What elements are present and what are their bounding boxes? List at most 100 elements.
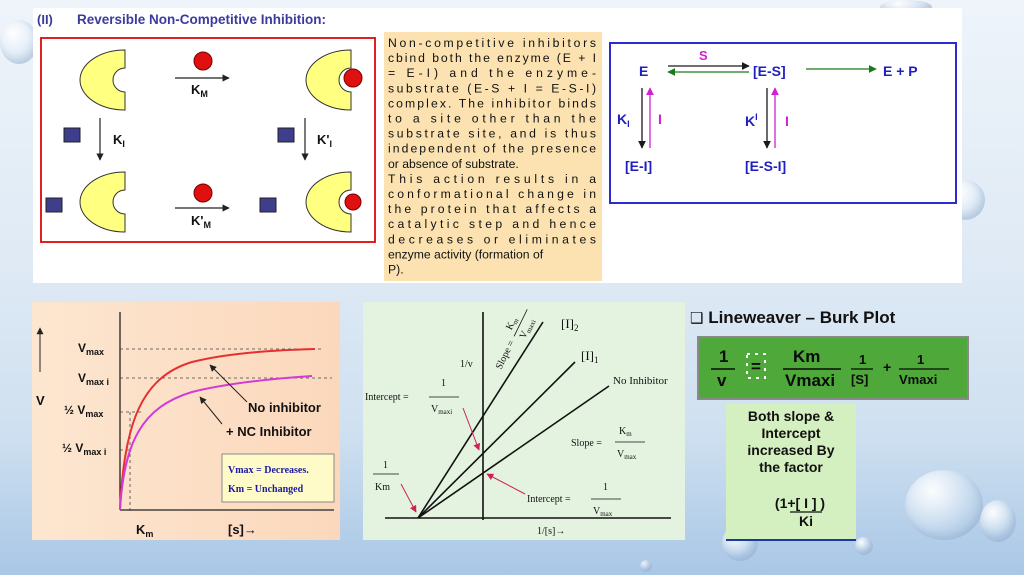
substrate-bound xyxy=(343,68,363,88)
eq-vmaxi: Vmaxi xyxy=(785,371,835,390)
scheme-i2: I xyxy=(785,113,789,129)
eq-vmaxi2: Vmaxi xyxy=(899,372,937,387)
y-axis-label: V xyxy=(36,393,45,408)
eq-v: v xyxy=(717,371,727,390)
intercept-upper-den: Vmaxi xyxy=(431,404,452,416)
ki-prime-label: K'I xyxy=(317,132,332,149)
summary-line-1: Vmax = Decreases. xyxy=(228,465,309,476)
pointer-no-inhibitor xyxy=(209,364,248,403)
lb-title: Lineweaver – Burk Plot xyxy=(708,308,896,327)
water-drop xyxy=(980,500,1016,542)
description-line: enzyme activity (formation of xyxy=(388,247,544,261)
water-drop xyxy=(855,537,873,555)
curve-no-inhibitor xyxy=(119,348,316,511)
water-drop xyxy=(905,470,983,540)
intercept-lower-label: Intercept = xyxy=(527,494,571,505)
tick-half-vmax: ½ Vmax xyxy=(64,403,103,419)
scheme-ei: [E-I] xyxy=(625,158,652,174)
note-line-4: the factor xyxy=(759,459,823,475)
description-line: substrate (E-S + I = E-S-I) xyxy=(388,81,596,95)
intercept-lower-den: Vmax xyxy=(593,506,613,518)
lb-note-svg: Both slope & Intercept increased By the … xyxy=(747,408,834,529)
eq-plus: + xyxy=(883,359,891,375)
lb-plot-panel: Slope = Km Vmaxi [I]2 [I]1 1/v No Inhibi… xyxy=(363,302,685,540)
description-line: the protein that affects a xyxy=(388,202,596,216)
ki-label: KI xyxy=(113,132,125,149)
description-line: substrate site, and is thus xyxy=(388,127,596,141)
neg-km-num: 1 xyxy=(383,460,388,471)
svg-text:Vmaxi: Vmaxi xyxy=(518,317,538,341)
label-no-inhibitor: No Inhibitor xyxy=(613,375,668,387)
description-line: or absence of substrate. xyxy=(388,157,519,171)
pointer-intercept-upper xyxy=(462,407,481,451)
eq-one: 1 xyxy=(719,347,728,366)
enzyme-inhibitor-complex xyxy=(45,171,126,233)
tick-vmax: Vmax xyxy=(78,341,104,357)
pointer-intercept-lower xyxy=(486,473,526,495)
description-line: complex. The inhibitor binds xyxy=(388,96,596,110)
substrate-free xyxy=(193,183,213,203)
description-line: cbind both the enzyme (E + I xyxy=(388,51,596,65)
scheme-ki: KI xyxy=(617,111,630,129)
enzyme-substrate-complex xyxy=(305,49,363,111)
curve-nc-inhibitor xyxy=(119,375,313,511)
inhibitor-free xyxy=(63,127,81,143)
scheme-ki2: KI xyxy=(745,112,758,129)
lb-note-box: Both slope & Intercept increased By the … xyxy=(726,404,856,541)
slope-lower-num: Km xyxy=(619,426,632,438)
lb-plot-svg: Slope = Km Vmaxi [I]2 [I]1 1/v No Inhibi… xyxy=(365,309,671,537)
description-line: to a site other than the xyxy=(388,112,596,126)
scheme-es: [E-S] xyxy=(753,63,786,79)
summary-line-2: Km = Unchanged xyxy=(228,484,304,495)
description-box xyxy=(384,32,602,281)
label-i1: [I]1 xyxy=(581,348,599,365)
y-axis-label: 1/v xyxy=(460,359,473,370)
scheme-i: I xyxy=(658,111,662,127)
substrate-free xyxy=(193,51,213,71)
note-line-3: increased By xyxy=(747,442,834,458)
label-i2: [I]2 xyxy=(561,316,579,333)
x-axis-label: 1/[s]→ xyxy=(537,526,565,537)
x-axis-label: [s]→ xyxy=(228,522,257,537)
enzyme-free xyxy=(79,49,126,111)
line-no-inhibitor xyxy=(417,385,610,519)
scheme-esi: [E-S-I] xyxy=(745,158,786,174)
lb-equation-box: 1 v = Km Vmaxi 1 [S] + 1 Vmaxi xyxy=(697,336,969,400)
label-no-inhibitor: No inhibitor xyxy=(248,400,321,415)
km-prime-label: K'M xyxy=(191,213,211,230)
factor-denominator: Ki xyxy=(799,513,813,529)
tick-km: Km xyxy=(136,522,153,539)
factor-numerator: (1+[ I ] ) xyxy=(775,495,825,511)
intercept-upper-label: Intercept = xyxy=(365,392,409,403)
inhibitor-free xyxy=(277,127,295,143)
eq-km: Km xyxy=(793,347,820,366)
km-label: KM xyxy=(191,82,208,99)
slope-lower-den: Vmax xyxy=(617,449,637,461)
pointer-neg-km xyxy=(400,483,417,513)
description-line: independent of the presence xyxy=(388,142,596,156)
intercept-upper-num: 1 xyxy=(441,378,446,389)
note-line-1: Both slope & xyxy=(748,408,834,424)
inhibitor-bound xyxy=(259,197,277,213)
inhibitor-bound xyxy=(45,197,63,213)
scheme-e: E xyxy=(639,63,648,79)
slope-lower-label: Slope = xyxy=(571,438,602,449)
scheme-ep: E + P xyxy=(883,63,918,79)
eq-one3: 1 xyxy=(917,352,924,367)
tick-half-vmaxi: ½ Vmax i xyxy=(62,441,106,457)
eq-s: [S] xyxy=(851,372,868,387)
lb-heading: ❑ Lineweaver – Burk Plot xyxy=(690,308,1010,332)
scheme-s: S xyxy=(699,48,708,63)
note-line-2: Intercept xyxy=(761,425,820,441)
summary-box xyxy=(221,453,335,503)
mm-plot-panel: V Vmax Vmax i ½ Vmax ½ Vmax i No inhibit… xyxy=(32,302,340,540)
tick-vmaxi: Vmax i xyxy=(78,371,109,387)
eq-equals: = xyxy=(751,357,761,376)
heading-number: (II) xyxy=(37,12,53,27)
water-drop xyxy=(0,20,38,64)
water-drop xyxy=(640,560,652,572)
top-panel: (II) Reversible Non-Competitive Inhibiti… xyxy=(33,8,962,283)
substrate-bound xyxy=(344,193,362,211)
description-line: P). xyxy=(388,263,404,277)
svg-text:Km: Km xyxy=(504,315,521,332)
